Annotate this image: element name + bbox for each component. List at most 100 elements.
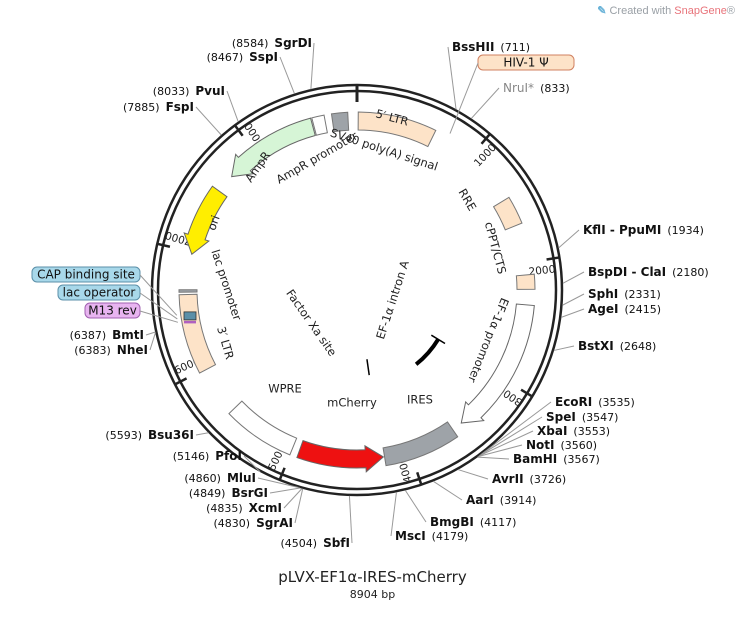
site-position: (4830) (214, 517, 251, 530)
site-label-spei[interactable]: SpeI(3547) (546, 410, 618, 424)
feature-rre[interactable] (492, 196, 523, 231)
site-label-xbai[interactable]: XbaI(3553) (537, 424, 610, 438)
created-with-credit: ✎Created with SnapGene® (597, 4, 735, 17)
site-leader-line (433, 480, 463, 501)
site-name: EcoRI (555, 395, 592, 409)
site-label-pvui[interactable]: (8033)PvuI (153, 84, 225, 98)
site-label-bmti[interactable]: (6387) BmtI (70, 328, 144, 342)
site-label-fspi[interactable]: (7885)FspI (123, 100, 194, 114)
site-label-sphi[interactable]: SphI (2331) (588, 287, 661, 301)
site-position: (7885) (123, 101, 160, 114)
site-label-nrui[interactable]: NruI*(833) (503, 81, 570, 95)
site-leader-line (404, 489, 427, 523)
tick-mark (480, 133, 491, 145)
site-label-bsshii[interactable]: BssHII(711) (452, 40, 530, 54)
site-label-bmgbi[interactable]: BmgBI(4117) (430, 515, 516, 529)
feature-chip-m13-rev[interactable] (84, 302, 141, 319)
site-leader-line (310, 42, 315, 90)
feature-ires[interactable] (382, 421, 459, 467)
credit-suffix: ® (726, 5, 735, 17)
site-label-msci[interactable]: MscI(4179) (395, 529, 468, 543)
feature-chip-hiv-1[interactable] (477, 54, 575, 71)
site-leader-line (447, 46, 457, 110)
site-position: (6383) (74, 344, 111, 357)
site-label-bstxi[interactable]: BstXI (2648) (578, 339, 656, 353)
chip-leader-line (139, 274, 178, 316)
site-label-nhei[interactable]: (6383) NheI (74, 343, 148, 357)
feature-lac-promoter[interactable] (178, 289, 198, 293)
site-name: SphI (588, 287, 618, 301)
site-leader-line (558, 229, 580, 249)
site-position: (3535) (598, 396, 635, 409)
site-position: (2415) (624, 303, 661, 316)
intron-boundary-tick (430, 334, 446, 345)
site-position: (4179) (432, 530, 469, 543)
site-position: (8033) (153, 85, 190, 98)
site-label-bsu36i[interactable]: (5593) Bsu36I (105, 428, 194, 442)
feature-ori[interactable] (183, 185, 228, 256)
feature-ampr[interactable] (231, 117, 316, 178)
site-name: NheI (117, 343, 148, 357)
site-label-kfli-ppumi[interactable]: KflI - PpuMI(1934) (583, 223, 704, 237)
site-position: (833) (540, 82, 570, 95)
plasmid-length: 8904 bp (349, 588, 396, 601)
m13-rev-glyph (183, 320, 196, 324)
site-label-sgrai[interactable]: (4830) SgrAI (214, 516, 293, 530)
site-name: Bsu36I (148, 428, 194, 442)
site-leader-line (390, 492, 397, 537)
site-name: NotI (526, 438, 555, 452)
site-label-xcmi[interactable]: (4835)XcmI (206, 501, 282, 515)
feature-cppt-cts[interactable] (515, 273, 536, 290)
site-position: (6387) (70, 329, 107, 342)
site-name: BstXI (578, 339, 614, 353)
site-position: (5593) (105, 429, 142, 442)
site-label-bamhi[interactable]: BamHI(3567) (513, 452, 600, 466)
site-position: (3914) (500, 494, 537, 507)
feature-ef-1-promoter[interactable] (460, 303, 535, 424)
tick-mark (278, 467, 286, 481)
site-label-sspi[interactable]: (8467)SspI (207, 50, 278, 64)
site-position: (4860) (184, 472, 221, 485)
feature-label-factor-xa-site: Factor Xa site (283, 287, 339, 359)
site-label-mlui[interactable]: (4860)MluI (184, 471, 256, 485)
feature-ampr-promoter[interactable] (311, 114, 328, 136)
site-position: (2648) (620, 340, 657, 353)
site-name: SgrAI (256, 516, 293, 530)
feature-mcherry[interactable] (296, 439, 385, 473)
site-label-sgrdi[interactable]: (8584)SgrDI (232, 36, 312, 50)
feature-ef-1-intron-a[interactable] (414, 338, 440, 366)
tick-mark (520, 388, 533, 398)
site-label-agei[interactable]: AgeI(2415) (588, 302, 661, 316)
site-name: BssHII (452, 40, 494, 54)
site-label-aari[interactable]: AarI(3914) (466, 493, 536, 507)
site-name: XcmI (249, 501, 282, 515)
feature-sv40-poly-a-signal[interactable] (330, 111, 350, 133)
site-position: (2331) (624, 288, 661, 301)
site-label-noti[interactable]: NotI(3560) (526, 438, 597, 452)
feature-label-mcherry: mCherry (327, 396, 377, 410)
site-label-ecori[interactable]: EcoRI (3535) (555, 395, 635, 409)
feature-wpre[interactable] (228, 400, 298, 456)
site-label-bspdi-clai[interactable]: BspDI - ClaI(2180) (588, 265, 709, 279)
site-position: (8584) (232, 37, 269, 50)
site-name: BmtI (112, 328, 144, 342)
site-label-avrii[interactable]: AvrII(3726) (492, 472, 566, 486)
tick-mark (156, 242, 171, 248)
chip-leader-line (139, 292, 178, 320)
site-leader-line (294, 488, 304, 524)
feature-chip-lac-operator[interactable] (57, 284, 141, 301)
site-label-pfoi[interactable]: (5146)PfoI (173, 449, 242, 463)
credit-prefix: Created with (609, 5, 675, 17)
chip-leader-line (449, 62, 479, 134)
feature-5-ltr[interactable] (357, 111, 437, 148)
site-label-bsrgi[interactable]: (4849)BsrGI (189, 486, 268, 500)
site-name: SspI (249, 50, 278, 64)
site-name: KflI - PpuMI (583, 223, 661, 237)
feature-chip-cap-binding-site[interactable] (31, 266, 141, 283)
feature-factor-xa-site[interactable] (366, 359, 370, 376)
site-position: (4504) (281, 537, 318, 550)
site-label-sbfi[interactable]: (4504)SbfI (281, 536, 351, 550)
chip-leader-line (139, 310, 179, 323)
